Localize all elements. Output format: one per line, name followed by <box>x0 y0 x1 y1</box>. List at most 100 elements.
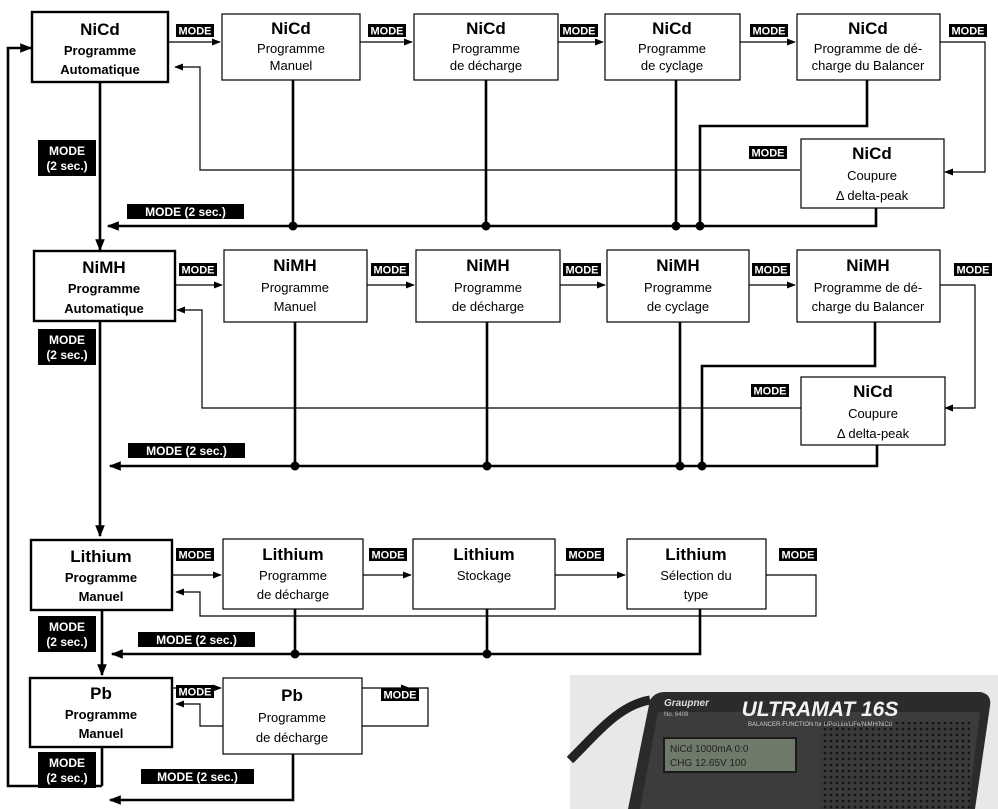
svg-text:de cyclage: de cyclage <box>641 58 703 73</box>
svg-text:MODE: MODE <box>753 26 786 38</box>
svg-text:Sélection du: Sélection du <box>660 568 732 583</box>
charger-photo: Graupner No. 6408 ULTRAMAT 16S BALANCER-… <box>566 675 998 809</box>
svg-text:MODE: MODE <box>179 687 212 699</box>
svg-text:MODE: MODE <box>49 620 85 634</box>
svg-text:(2 sec.): (2 sec.) <box>46 159 87 173</box>
svg-text:Programme: Programme <box>454 280 522 295</box>
mode-2sec-tag: MODE (2 sec.) <box>38 329 96 365</box>
svg-text:MODE: MODE <box>782 550 815 562</box>
pb-manual-box: Pb Programme Manuel <box>28 676 174 749</box>
mode-tag: MODE <box>371 263 409 277</box>
svg-text:Stockage: Stockage <box>457 568 511 583</box>
mode-2sec-inline-tag: MODE (2 sec.) <box>128 443 245 458</box>
lcd-display <box>663 737 797 773</box>
svg-text:NiCd: NiCd <box>652 19 692 38</box>
svg-text:MODE: MODE <box>752 148 785 160</box>
nicd-section: NiCd Programme Automatique NiCd Programm… <box>30 10 987 252</box>
svg-text:MODE (2 sec.): MODE (2 sec.) <box>146 444 227 458</box>
mode-tag: MODE <box>368 24 406 38</box>
svg-text:charge du Balancer: charge du Balancer <box>812 299 925 314</box>
svg-text:Programme: Programme <box>65 570 137 585</box>
nimh-balancer-box: NiMH Programme de dé- charge du Balancer <box>796 249 941 323</box>
nimh-delta-peak-box: NiCd Coupure Δ delta-peak <box>800 376 946 446</box>
svg-text:Programme de dé-: Programme de dé- <box>814 280 922 295</box>
svg-text:MODE: MODE <box>563 26 596 38</box>
mode-tag: MODE <box>749 146 787 160</box>
svg-text:Lithium: Lithium <box>453 545 514 564</box>
svg-text:NiMH: NiMH <box>466 256 509 275</box>
svg-text:MODE (2 sec.): MODE (2 sec.) <box>156 633 237 647</box>
svg-text:NiMH: NiMH <box>82 258 125 277</box>
svg-text:MODE: MODE <box>374 265 407 277</box>
svg-text:MODE (2 sec.): MODE (2 sec.) <box>145 205 226 219</box>
svg-text:Programme: Programme <box>64 43 136 58</box>
mode-2sec-tag: MODE (2 sec.) <box>38 616 96 652</box>
brand-logo: Graupner <box>664 698 710 709</box>
mode-tag: MODE <box>563 263 601 277</box>
mode-tag: MODE <box>176 685 214 699</box>
svg-text:MODE: MODE <box>569 550 602 562</box>
mode-tag: MODE <box>750 24 788 38</box>
svg-text:MODE: MODE <box>952 26 985 38</box>
model-number: No. 6408 <box>664 712 689 718</box>
mode-tag: MODE <box>176 548 214 562</box>
mode-2sec-inline-tag: MODE (2 sec.) <box>127 204 244 219</box>
nimh-manual-box: NiMH Programme Manuel <box>223 249 368 323</box>
svg-text:Pb: Pb <box>281 686 303 705</box>
mode-2sec-inline-tag: MODE (2 sec.) <box>138 632 255 647</box>
svg-text:Programme: Programme <box>68 281 140 296</box>
svg-text:charge du Balancer: charge du Balancer <box>812 58 925 73</box>
svg-text:MODE: MODE <box>49 756 85 770</box>
lithium-storage-box: Lithium Stockage <box>412 538 556 610</box>
lithium-discharge-box: Lithium Programme de décharge <box>222 538 364 610</box>
svg-text:NiCd: NiCd <box>848 19 888 38</box>
svg-text:MODE (2 sec.): MODE (2 sec.) <box>157 770 238 784</box>
svg-text:Automatique: Automatique <box>60 62 139 77</box>
svg-text:(2 sec.): (2 sec.) <box>46 635 87 649</box>
svg-text:MODE: MODE <box>566 265 599 277</box>
svg-text:NiMH: NiMH <box>273 256 316 275</box>
svg-text:Δ delta-peak: Δ delta-peak <box>837 426 910 441</box>
svg-text:de cyclage: de cyclage <box>647 299 709 314</box>
svg-text:Lithium: Lithium <box>70 547 131 566</box>
svg-text:Programme de dé-: Programme de dé- <box>814 41 922 56</box>
mode-2sec-tag: MODE (2 sec.) <box>38 752 96 788</box>
nicd-delta-peak-box: NiCd Coupure Δ delta-peak <box>800 138 945 209</box>
svg-text:MODE: MODE <box>179 26 212 38</box>
svg-text:Programme: Programme <box>257 41 325 56</box>
svg-text:NiMH: NiMH <box>846 256 889 275</box>
pb-section: Pb Programme Manuel Pb Programme de déch… <box>28 676 429 805</box>
svg-text:Coupure: Coupure <box>847 168 897 183</box>
nicd-manual-box: NiCd Programme Manuel <box>221 13 361 81</box>
svg-text:Coupure: Coupure <box>848 406 898 421</box>
svg-text:NiCd: NiCd <box>853 382 893 401</box>
svg-text:NiCd: NiCd <box>271 19 311 38</box>
lithium-manual-box: Lithium Programme Manuel <box>29 538 174 612</box>
nicd-balancer-box: NiCd Programme de dé- charge du Balancer <box>796 13 941 81</box>
svg-text:de décharge: de décharge <box>452 299 524 314</box>
svg-text:Programme: Programme <box>65 707 137 722</box>
mode-tag: MODE <box>176 24 214 38</box>
svg-text:MODE: MODE <box>957 265 990 277</box>
svg-text:MODE: MODE <box>754 386 787 398</box>
product-tagline: BALANCER-FUNCTION for LiPo/LiIo/LiFe/NiM… <box>748 722 892 728</box>
svg-text:Lithium: Lithium <box>665 545 726 564</box>
lcd-line-2: CHG 12.65V 100 <box>670 758 747 769</box>
speaker-grill <box>820 722 970 809</box>
svg-text:NiCd: NiCd <box>80 20 120 39</box>
svg-text:MODE: MODE <box>371 26 404 38</box>
pb-discharge-box: Pb Programme de décharge <box>222 677 363 755</box>
nimh-cycle-box: NiMH Programme de cyclage <box>606 249 750 323</box>
svg-text:MODE: MODE <box>384 690 417 702</box>
svg-text:type: type <box>684 587 709 602</box>
svg-text:(2 sec.): (2 sec.) <box>46 348 87 362</box>
nimh-discharge-box: NiMH Programme de décharge <box>415 249 561 323</box>
svg-text:(2 sec.): (2 sec.) <box>46 771 87 785</box>
svg-text:Programme: Programme <box>452 41 520 56</box>
mode-tag: MODE <box>369 548 407 562</box>
svg-text:MODE: MODE <box>49 333 85 347</box>
svg-text:Programme: Programme <box>644 280 712 295</box>
lcd-line-1: NiCd 1000mA 0:0 <box>670 744 749 755</box>
mode-tag: MODE <box>752 263 790 277</box>
nicd-discharge-box: NiCd Programme de décharge <box>413 13 559 81</box>
